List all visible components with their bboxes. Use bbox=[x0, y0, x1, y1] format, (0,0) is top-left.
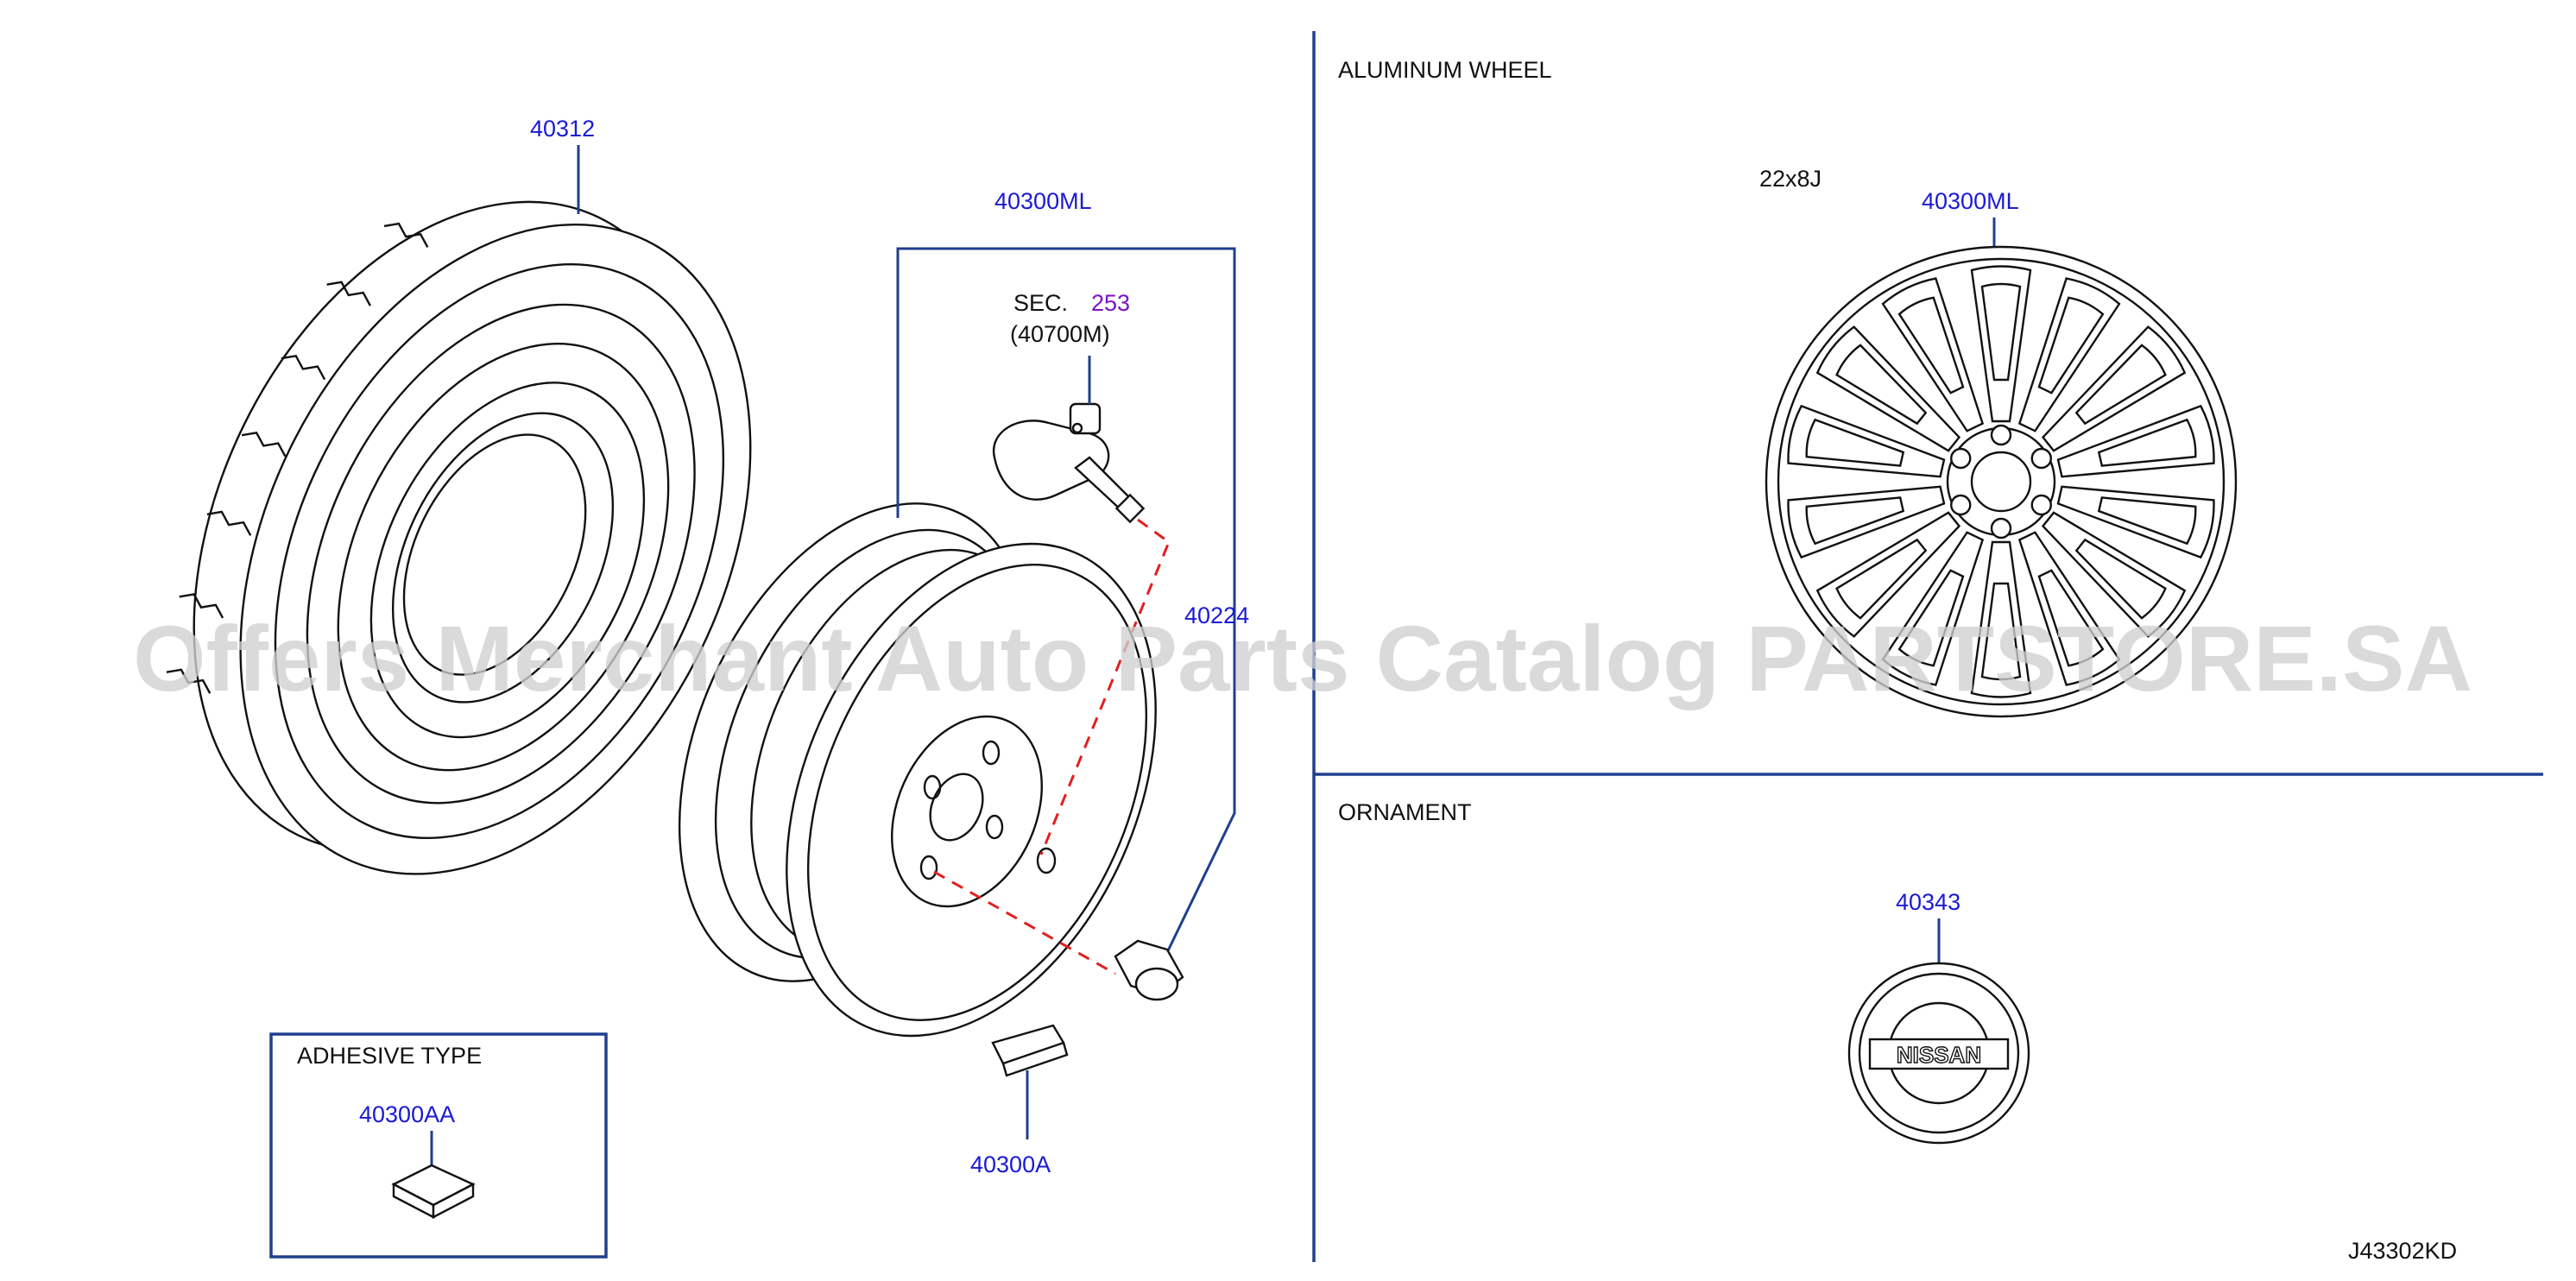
wheel-assembly[interactable] bbox=[610, 449, 1228, 1094]
alu-wheel-spoke bbox=[2041, 511, 2187, 638]
wheel-lug-hole bbox=[982, 740, 1001, 766]
alu-wheel-spoke bbox=[2056, 404, 2215, 478]
wheel-lug-hole bbox=[923, 774, 942, 800]
adhesive-type-box bbox=[269, 1032, 608, 1259]
wheel-nut[interactable] bbox=[1114, 939, 1184, 1001]
tire-sidewall-2 bbox=[306, 303, 696, 805]
alu-wheel-spoke bbox=[1970, 265, 2032, 423]
part-number-wheel-assembly[interactable]: 40300ML bbox=[994, 188, 1092, 214]
section-title-adhesive-type: ADHESIVE TYPE bbox=[297, 1043, 482, 1069]
tire-sidewall-1 bbox=[274, 262, 725, 840]
adhesive-weight-front bbox=[432, 1183, 475, 1219]
part-number-balance-weight[interactable]: 40300A bbox=[970, 1152, 1051, 1177]
tire-bead bbox=[369, 382, 646, 739]
ornament-cap[interactable]: NISSAN bbox=[1847, 962, 2030, 1145]
tire-inner-rim-2 bbox=[402, 433, 587, 676]
sensor-cap bbox=[1069, 402, 1102, 435]
aluminum-wheel[interactable] bbox=[1765, 245, 2238, 718]
balance-weight-edge bbox=[1001, 1042, 1069, 1077]
alu-wheel-spoke bbox=[2017, 277, 2121, 432]
ornament-inner bbox=[1858, 972, 2020, 1134]
alu-wheel-lug-hole bbox=[2030, 494, 2052, 516]
part-number-adhesive-weight[interactable]: 40300AA bbox=[359, 1101, 455, 1127]
alu-wheel-lug-hole bbox=[2030, 447, 2052, 470]
wheel-assembly-bracket bbox=[896, 247, 1236, 968]
adhesive-weight[interactable] bbox=[391, 1164, 476, 1219]
part-number-tire[interactable]: 40312 bbox=[530, 116, 595, 142]
section-title-aluminum-wheel: ALUMINUM WHEEL bbox=[1338, 57, 1552, 83]
tire-sidewall-3 bbox=[337, 342, 670, 772]
alu-wheel-lug-hole bbox=[1990, 424, 2012, 446]
alu-wheel-spoke bbox=[1815, 325, 1961, 452]
balance-weight-body bbox=[991, 1024, 1065, 1065]
tire[interactable] bbox=[92, 117, 851, 958]
tire-tread-pattern bbox=[166, 222, 429, 694]
sensor-screw bbox=[1071, 422, 1083, 434]
alu-wheel-spoke bbox=[1970, 540, 2032, 698]
nut-install-path bbox=[933, 870, 1116, 975]
alu-wheel-lug-holes bbox=[1950, 424, 2052, 540]
alu-wheel-spoke bbox=[1815, 511, 1961, 638]
sensor-part-number: (40700M) bbox=[1010, 321, 1110, 347]
watermark: Offers Merchant Auto Parts Catalog PARTS… bbox=[133, 606, 2472, 710]
sensor-body bbox=[992, 420, 1110, 501]
alu-wheel-spoke bbox=[2056, 485, 2215, 559]
alu-wheel-spoke bbox=[1787, 404, 1946, 478]
section-title-ornament: ORNAMENT bbox=[1338, 799, 1472, 825]
sensor-valve-tip bbox=[1114, 493, 1146, 524]
wheel-face-rim bbox=[806, 564, 1148, 1021]
diagram-code: J43302KD bbox=[2348, 1238, 2457, 1264]
tire-inner-rim bbox=[391, 412, 615, 704]
sensor-section-prefix: SEC. bbox=[1013, 290, 1068, 316]
alu-wheel-spoke bbox=[1787, 485, 1946, 559]
alu-wheel-spokes bbox=[1787, 265, 2215, 698]
ornament-logo-text: NISSAN bbox=[1897, 1042, 1981, 1068]
alu-wheel-lug-hole bbox=[1950, 494, 1972, 516]
alu-wheel-lug-hole bbox=[1990, 517, 2012, 540]
alu-wheel-spoke bbox=[1881, 277, 1985, 432]
wheel-hub bbox=[891, 715, 1043, 908]
part-number-wheel-nut[interactable]: 40224 bbox=[1184, 603, 1249, 628]
wheel-lug-hole bbox=[919, 855, 938, 880]
tpms-sensor[interactable] bbox=[992, 402, 1146, 524]
balance-weight[interactable] bbox=[991, 1024, 1069, 1077]
part-number-ornament[interactable]: 40343 bbox=[1896, 889, 1960, 915]
alu-wheel-inner-rim bbox=[1777, 257, 2226, 706]
part-number-aluminum-wheel[interactable]: 40300ML bbox=[1922, 188, 2019, 214]
alu-wheel-center-bore bbox=[1970, 451, 2032, 513]
sensor-section-link[interactable]: 253 bbox=[1091, 290, 1130, 316]
alu-wheel-spoke bbox=[1881, 531, 1985, 686]
wheel-nut-face bbox=[1134, 967, 1179, 1001]
wheel-size: 22x8J bbox=[1759, 166, 1822, 192]
wheel-valve-hole bbox=[1036, 847, 1057, 874]
wheel-lug-hole bbox=[985, 814, 1004, 840]
alu-wheel-spoke bbox=[2017, 531, 2121, 686]
ornament-logo-bar bbox=[1868, 1038, 2010, 1070]
alu-wheel-spoke bbox=[2041, 325, 2187, 452]
alu-wheel-lug-hole bbox=[1950, 447, 1972, 470]
